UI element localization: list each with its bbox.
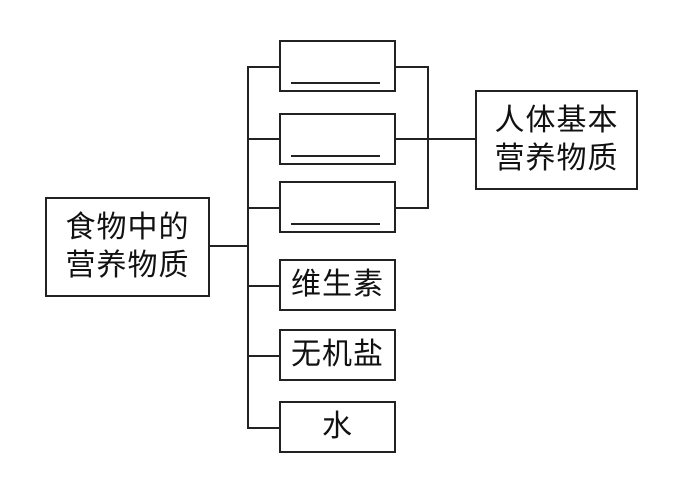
source-box: 食物中的 营养物质	[45, 197, 210, 297]
nutrient-box-blank-1	[279, 40, 396, 92]
answer-blank-line	[291, 82, 380, 84]
connector-right-2	[395, 138, 429, 140]
right-bracket-spine	[427, 66, 429, 209]
nutrient-label: 维生素	[291, 267, 384, 302]
target-box: 人体基本 营养物质	[475, 90, 638, 190]
nutrient-box-blank-3	[279, 181, 396, 233]
left-bracket-spine	[247, 66, 249, 429]
connector-branch-2	[247, 138, 280, 140]
connector-branch-6	[247, 427, 280, 429]
connector-source-to-bracket	[209, 245, 249, 247]
source-box-label: 食物中的 营养物质	[65, 210, 190, 283]
nutrient-box-water: 水	[279, 401, 396, 453]
connector-right-1	[395, 66, 429, 68]
answer-blank-line	[291, 223, 380, 225]
connector-bracket-to-target	[427, 138, 477, 140]
nutrient-label: 水	[322, 409, 353, 444]
nutrient-label: 无机盐	[291, 337, 384, 372]
answer-blank-line	[291, 155, 380, 157]
nutrient-box-blank-2	[279, 113, 396, 165]
connector-branch-3	[247, 207, 280, 209]
connector-right-3	[395, 207, 429, 209]
connector-branch-1	[247, 66, 280, 68]
nutrient-box-vitamins: 维生素	[279, 259, 396, 311]
target-box-label: 人体基本 营养物质	[494, 103, 619, 176]
connector-branch-4	[247, 285, 280, 287]
connector-branch-5	[247, 355, 280, 357]
nutrient-box-minerals: 无机盐	[279, 329, 396, 381]
